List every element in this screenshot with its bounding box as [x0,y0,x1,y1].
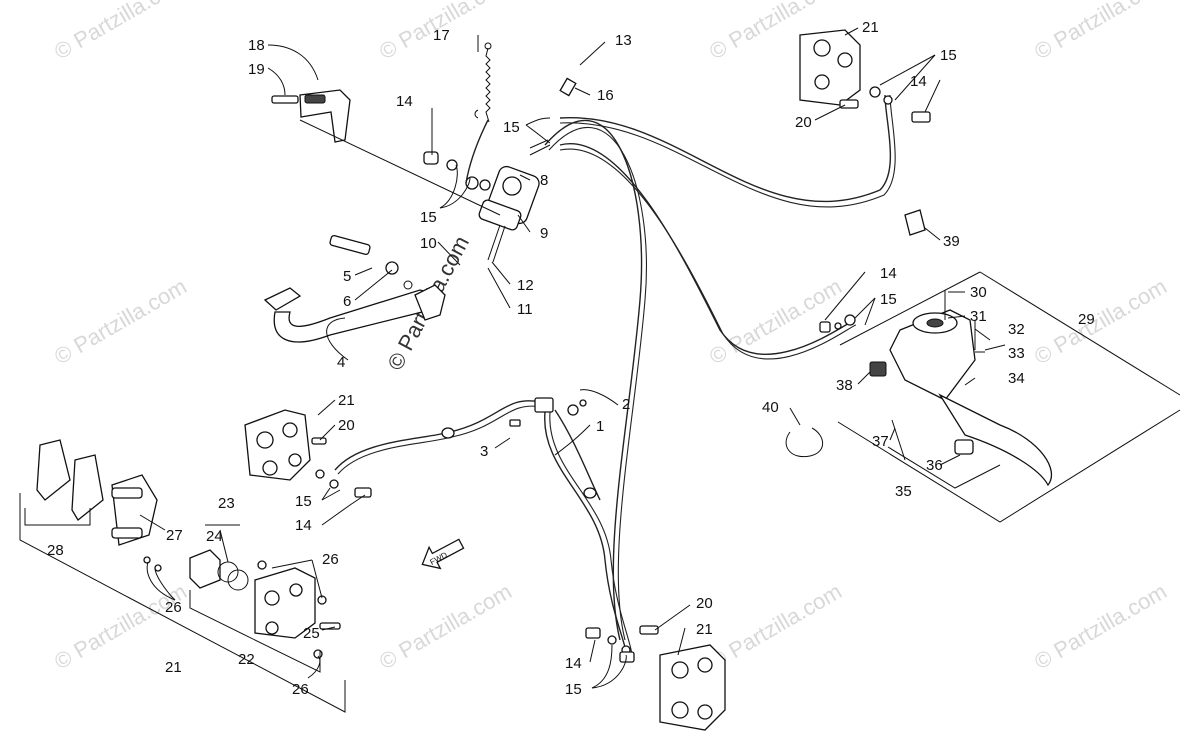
callout-2: 2 [622,396,630,413]
callout-22: 22 [238,651,255,668]
callout-37: 37 [872,433,889,450]
brake-hose-1-inner [549,411,634,661]
callout-1: 1 [596,418,604,435]
watermark: © Partzilla.com [1030,274,1171,370]
callout-38: 38 [836,377,853,394]
callout-14: 14 [295,517,312,534]
callout-14: 14 [396,93,413,110]
brake-hose-8-inner [559,148,857,360]
brake-hose-13 [544,119,643,641]
callout-14: 14 [880,265,897,282]
forward-direction-arrow: FWD [421,538,465,570]
callout-13: 13 [615,32,632,49]
callout-3: 3 [480,443,488,460]
callout-26: 26 [292,681,309,698]
callout-11: 11 [517,301,533,318]
callout-21: 21 [862,19,879,36]
callout-30: 30 [970,284,987,301]
callout-15: 15 [880,291,897,308]
callout-17: 17 [433,27,450,44]
lower-left-caliper-assembly [36,439,341,659]
hose-grommet [441,427,455,439]
callout-8: 8 [540,172,548,189]
callout-6: 6 [343,293,351,310]
callout-15: 15 [940,47,957,64]
hose-grommet [583,487,597,499]
mounting-bracket [271,89,501,216]
assembly-brackets [19,271,1181,713]
callout-23: 23 [218,495,235,512]
callout-15: 15 [295,493,312,510]
callout-15: 15 [503,119,520,136]
callout-35: 35 [895,483,912,500]
callout-12: 12 [517,277,534,294]
watermark: © Partzilla.com [375,579,516,675]
brake-hose-1 [544,411,629,661]
watermark: © Partzilla.com [1030,0,1171,64]
callout-26: 26 [165,599,182,616]
callout-14: 14 [910,73,927,90]
callout-10: 10 [420,235,437,252]
callout-20: 20 [795,114,812,131]
callout-15: 15 [420,209,437,226]
callout-21: 21 [696,621,713,638]
left-brake-caliper [244,409,372,498]
watermark: © Partzilla.com [50,274,191,370]
brake-hose-8 [559,143,856,355]
brake-pedal [263,235,446,343]
top-right-brake-caliper [799,29,931,236]
callout-29: 29 [1078,311,1095,328]
callout-25: 25 [303,625,320,642]
watermark: © Partzilla.com [705,579,846,675]
callout-28: 28 [47,542,64,559]
bottom-brake-caliper [585,625,726,731]
callout-31: 31 [970,308,987,325]
callout-18: 18 [248,37,265,54]
callout-labels: 1 2 3 4 5 6 8 9 10 11 12 13 14 14 14 14 … [47,19,1095,698]
brake-hose-top-right [559,94,892,203]
callout-15: 15 [565,681,582,698]
callout-21: 21 [338,392,355,409]
callout-21: 21 [165,659,182,676]
brake-hose-13-inner [548,126,647,641]
brake-hose-left [334,400,541,471]
callout-20: 20 [338,417,355,434]
rear-master-cylinder [423,77,577,263]
callout-40: 40 [762,399,779,416]
callout-9: 9 [540,225,548,242]
callout-16: 16 [597,87,614,104]
callout-5: 5 [343,268,351,285]
callout-39: 39 [943,233,960,250]
hose-junction [509,397,587,427]
callout-14: 14 [565,655,582,672]
callout-33: 33 [1008,345,1025,362]
brake-hose-left-inner [337,405,543,475]
callout-20: 20 [696,595,713,612]
brake-hose-top-right-inner [559,94,896,208]
brake-hoses [334,94,896,661]
watermark: © Partzilla.com [50,0,191,64]
callout-34: 34 [1008,370,1025,387]
callout-19: 19 [248,61,265,78]
handlebar-master-cylinder [785,290,1053,487]
callout-36: 36 [926,457,943,474]
callout-32: 32 [1008,321,1025,338]
leader-lines [139,27,991,689]
callout-4: 4 [337,354,345,371]
return-spring [474,42,492,123]
callout-27: 27 [166,527,183,544]
watermark: © Partzilla.com [1030,579,1171,675]
callout-26: 26 [322,551,339,568]
callout-24: 24 [206,528,223,545]
